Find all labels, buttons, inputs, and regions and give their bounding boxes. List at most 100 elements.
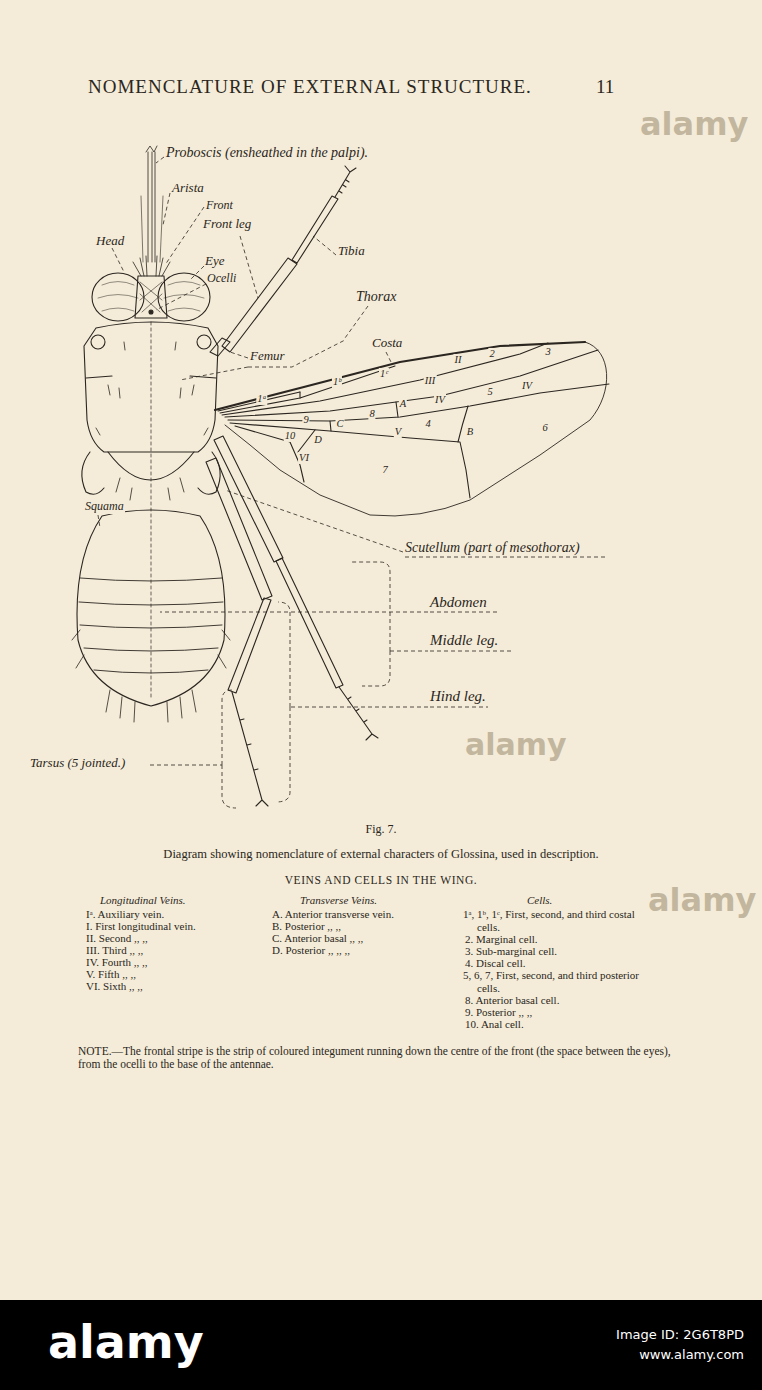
figure-caption: Diagram showing nomenclature of external… <box>163 847 598 861</box>
leader-lines <box>290 707 428 708</box>
callout-number: IV <box>434 394 446 406</box>
running-header: NOMENCLATURE OF EXTERNAL STRUCTURE. <box>88 76 532 98</box>
callout-number: 3 <box>544 346 551 358</box>
part-label: Arista <box>172 181 204 196</box>
part-label: Tarsus (5 jointed.) <box>30 756 125 771</box>
hind-leg <box>206 458 272 600</box>
wing <box>228 384 609 421</box>
leader-lines <box>163 193 170 225</box>
watermark-id: Image ID: 2G6T8PD <box>616 1328 744 1343</box>
watermark-bar <box>0 1300 762 1390</box>
callout-number: D <box>313 434 323 446</box>
table-cell: 4. Discal cell. <box>465 957 525 970</box>
leader-lines <box>430 707 488 708</box>
table-cell: 2. Marginal cell. <box>465 933 538 946</box>
callout-number: 6 <box>541 422 548 434</box>
part-label: Proboscis (ensheathed in the palpi). <box>166 145 368 161</box>
wing <box>235 426 304 482</box>
wing <box>218 392 300 411</box>
table-cell: B. Posterior ,, ,, <box>272 920 341 933</box>
middle-leg <box>214 436 283 562</box>
leader-lines <box>160 612 428 613</box>
watermark: alamy <box>648 882 756 919</box>
table-cell: A. Anterior transverse vein. <box>272 908 394 921</box>
wing <box>222 343 548 415</box>
front-leg <box>210 338 230 356</box>
table-cell: I. First longitudinal vein. <box>86 920 196 933</box>
wing <box>298 392 468 452</box>
part-label: Eye <box>205 254 224 269</box>
callout-number: 10 <box>284 430 297 442</box>
callout-number: 5 <box>486 386 493 398</box>
callout-number: C <box>335 418 344 430</box>
table-cell: II. Second ,, ,, <box>86 932 148 945</box>
table-cell: 8. Anterior basal cell. <box>465 994 559 1007</box>
table-cell: 1ᵃ, 1ᵇ, 1ᶜ, First, second, and third cos… <box>463 908 652 933</box>
front-leg <box>292 196 338 263</box>
leader-lines <box>278 602 290 707</box>
part-label: Head <box>96 234 124 249</box>
table-cell: V. Fifth ,, ,, <box>86 968 136 981</box>
part-label: Front <box>206 199 233 213</box>
middle-leg <box>214 436 378 740</box>
wing <box>215 342 609 516</box>
leader-lines <box>390 651 428 652</box>
table-cell: D. Posterior ,, ,, ,, <box>272 944 350 957</box>
head <box>98 282 138 312</box>
callout-number: B <box>466 426 474 438</box>
thorax <box>197 335 211 349</box>
callout-number: V <box>394 426 402 438</box>
callout-number: 9 <box>302 414 309 426</box>
part-label: Hind leg. <box>430 688 486 705</box>
leader-lines <box>230 352 248 358</box>
head <box>92 146 210 321</box>
leader-lines <box>225 490 403 552</box>
leader-lines <box>222 765 236 808</box>
thorax <box>91 335 105 349</box>
table-cell: Iᵃ. Auxiliary vein. <box>86 908 164 921</box>
leader-lines <box>386 352 392 364</box>
callout-number: VI <box>298 452 310 464</box>
callout-number: 8 <box>368 408 375 420</box>
leader-lines <box>430 612 497 613</box>
watermark: alamy <box>465 728 567 763</box>
leader-lines <box>352 562 390 651</box>
wing <box>215 342 585 410</box>
wing <box>230 423 470 498</box>
table-cell: III. Third ,, ,, <box>86 944 143 957</box>
part-label: Femur <box>250 349 285 364</box>
table-cell: C. Anterior basal ,, ,, <box>272 932 363 945</box>
callout-number: III <box>424 375 437 387</box>
thorax <box>96 342 208 435</box>
leader-lines <box>430 651 512 652</box>
table-cell: VI. Sixth ,, ,, <box>86 980 143 993</box>
leader-lines <box>240 236 258 298</box>
head <box>140 282 162 312</box>
page-number: 11 <box>596 76 614 98</box>
leader-lines <box>112 248 124 272</box>
table-cell: 9. Posterior ,, ,, <box>465 1006 532 1019</box>
leader-lines <box>362 651 390 686</box>
wing <box>225 342 607 516</box>
part-label: Squama <box>84 500 125 514</box>
callout-number: IV <box>521 380 533 392</box>
leader-lines <box>345 306 368 338</box>
wing <box>225 350 598 417</box>
table-cell: IV. Fourth ,, ,, <box>86 956 148 969</box>
leader-lines <box>180 367 248 380</box>
part-label: Front leg <box>203 217 251 232</box>
table-cell: 5, 6, 7, First, second, and third poster… <box>463 969 652 994</box>
hind-leg <box>206 458 272 806</box>
body-axis <box>151 322 152 700</box>
figure-number: Fig. 7. <box>365 823 396 837</box>
head <box>146 146 157 262</box>
column-heading: Transverse Veins. <box>300 894 377 907</box>
column-heading: Longitudinal Veins. <box>100 894 186 907</box>
callout-number: A <box>399 398 407 410</box>
leader-lines <box>313 236 336 255</box>
part-label: Ocelli <box>207 272 236 286</box>
leader-lines <box>190 266 204 280</box>
